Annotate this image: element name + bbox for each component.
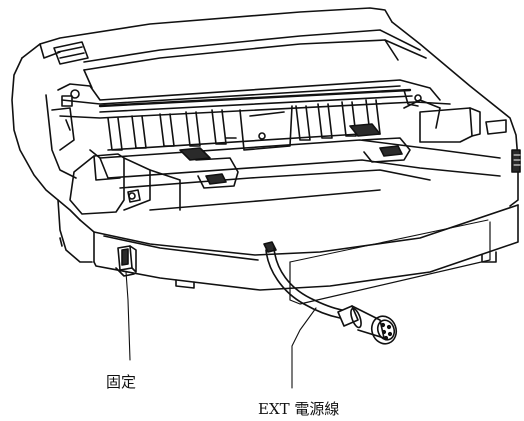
left-tractor-unit [70,154,180,214]
ext-power-cable-label: EXT 電源線 [258,400,340,418]
leader-lines [126,272,316,388]
platen-area [46,80,506,178]
ext-cable-leader-line [292,308,316,388]
fixing-label: 固定 [106,373,137,391]
paper-guides [108,100,380,150]
fixing-leader-line [126,272,130,360]
printer-body [12,8,518,304]
right-side-port [512,150,520,172]
top-cover [54,30,426,88]
fixing-bracket [116,246,136,276]
paper-table [90,124,500,210]
ext-power-cable [264,242,400,347]
